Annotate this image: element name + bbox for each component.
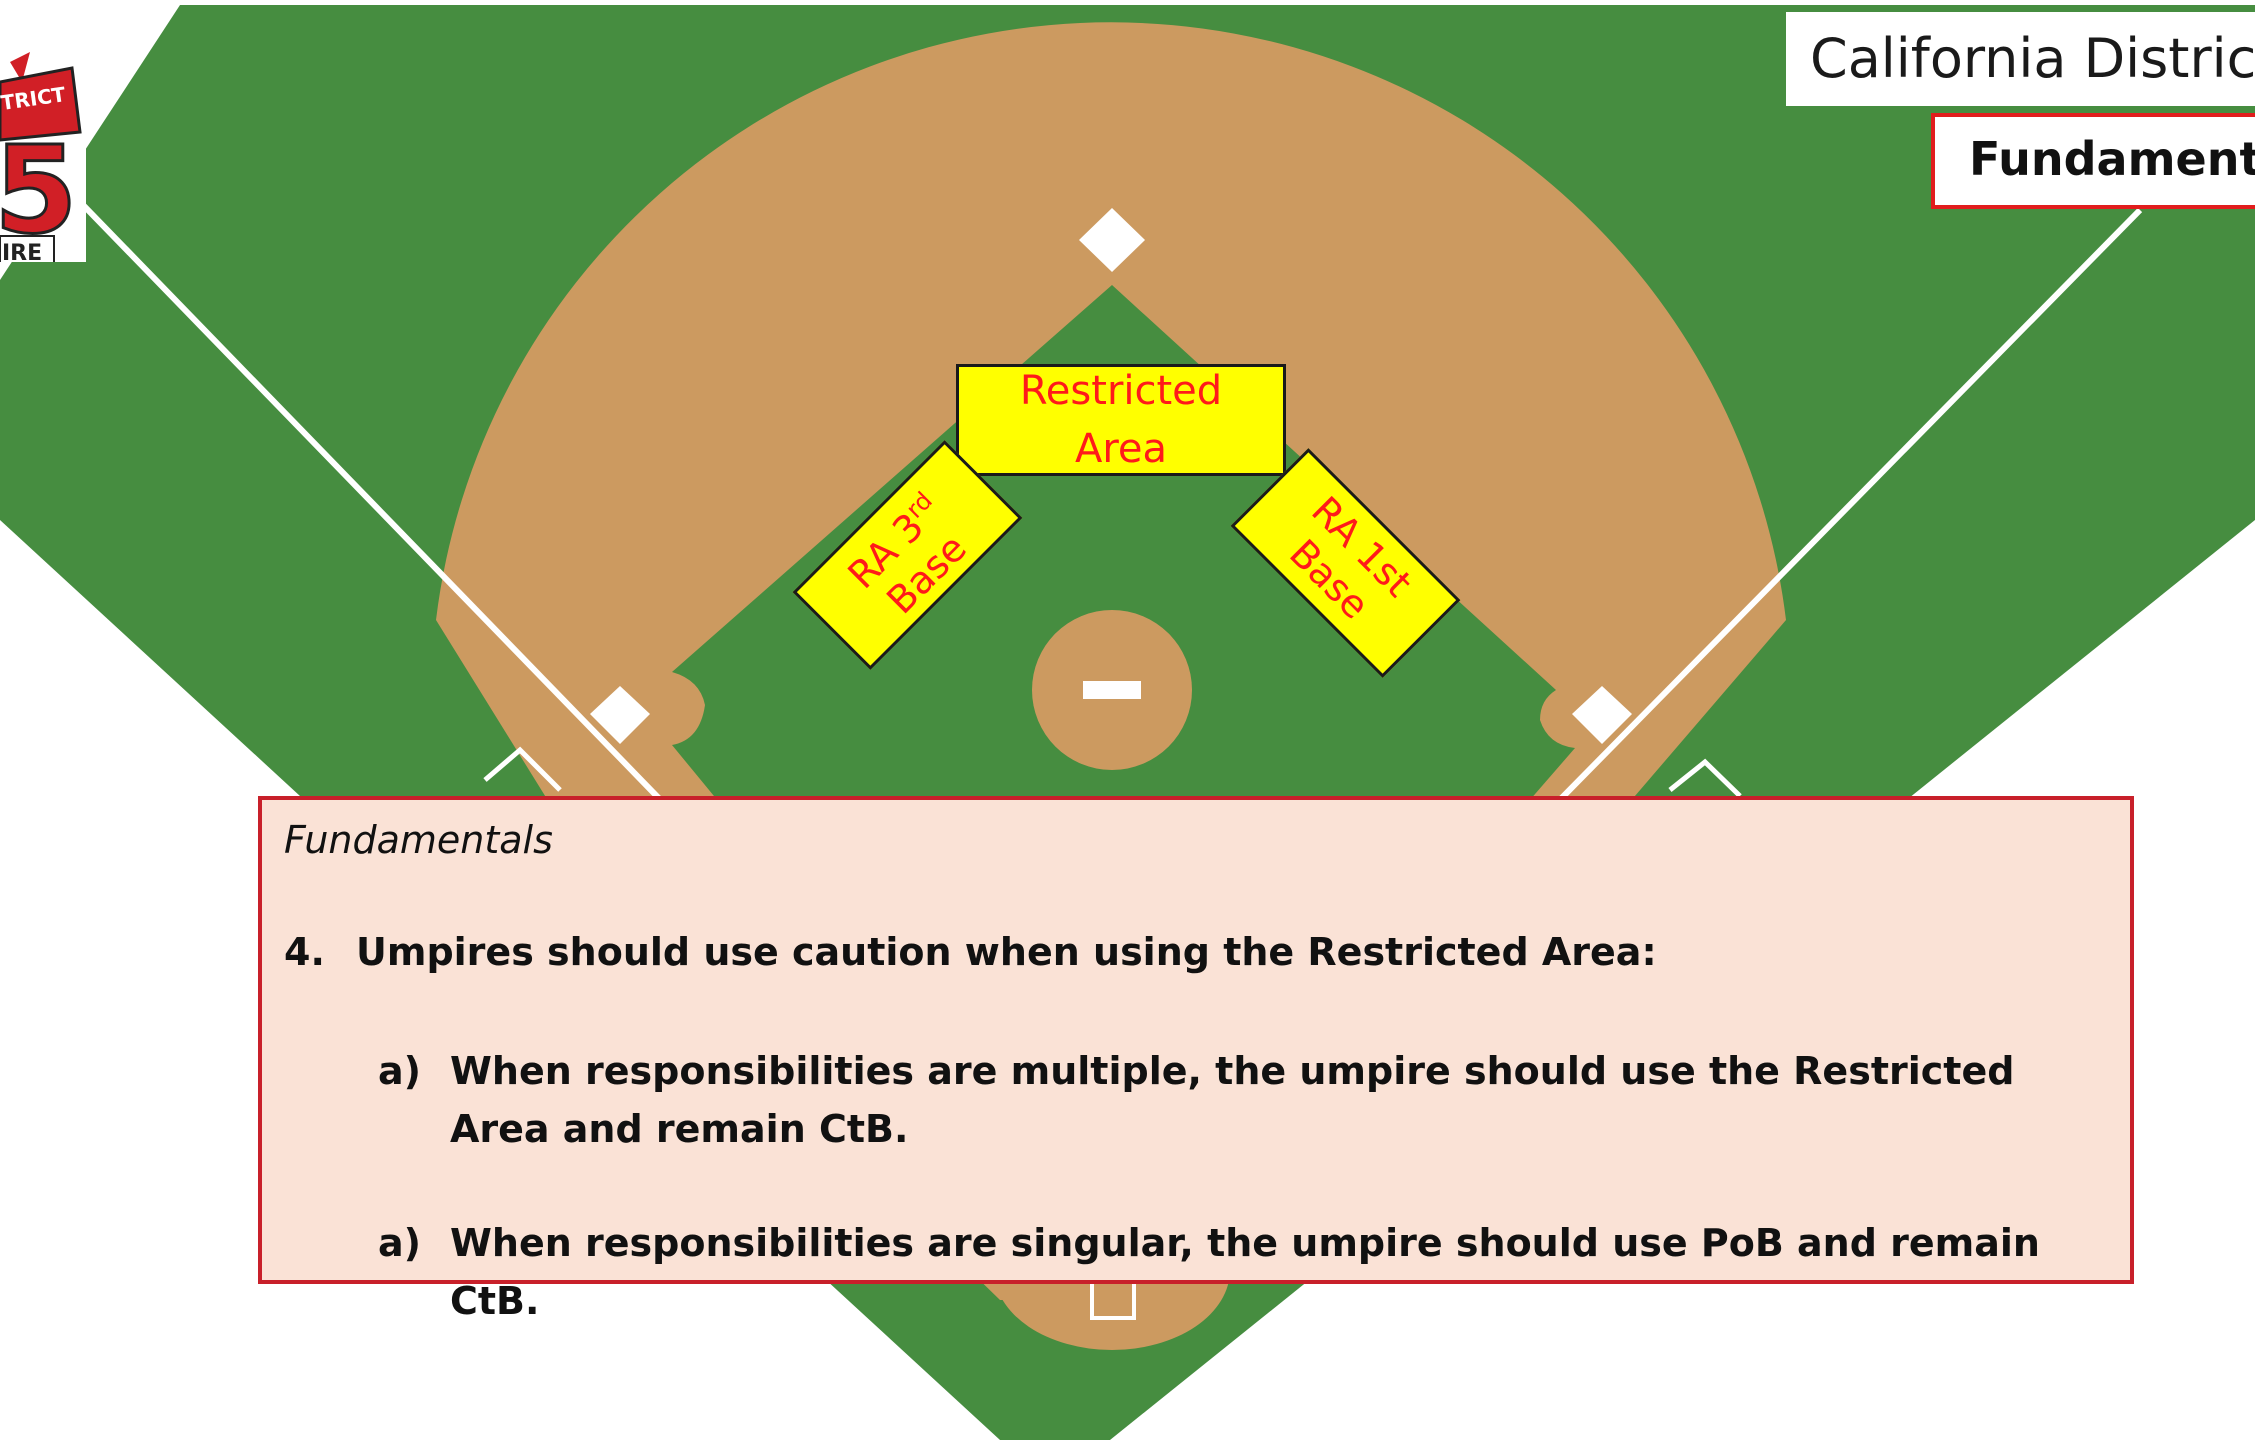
fundamentals-info-box: Fundamentals 4.Umpires should use cautio… — [258, 796, 2134, 1284]
sub-item-letter: a) — [378, 1214, 421, 1272]
restricted-area-line2: Area — [1075, 420, 1167, 478]
district-umpire-logo: TRICT 5 IRE — [0, 22, 86, 262]
pitchers-rubber — [1083, 681, 1141, 699]
restricted-area-label: Restricted Area — [956, 364, 1286, 476]
sub-item: a) When responsibilities are multiple, t… — [378, 1042, 2108, 1158]
logo-graphic: TRICT 5 IRE — [0, 22, 86, 262]
fundamental-item: 4.Umpires should use caution when using … — [284, 930, 1657, 974]
sub-item-letter: a) — [378, 1042, 421, 1100]
sub-item-text: When responsibilities are multiple, the … — [450, 1042, 2108, 1158]
section-subtitle: Fundamentals — [1931, 113, 2255, 209]
restricted-area-line1: Restricted — [1020, 362, 1222, 420]
item-text: Umpires should use caution when using th… — [356, 930, 1657, 974]
svg-text:IRE: IRE — [2, 241, 42, 262]
info-heading: Fundamentals — [284, 818, 553, 862]
sub-item: a) When responsibilities are singular, t… — [378, 1214, 2108, 1330]
item-number: 4. — [284, 930, 356, 974]
page-title: California District — [1786, 12, 2255, 106]
sub-item-text: When responsibilities are singular, the … — [450, 1214, 2108, 1330]
